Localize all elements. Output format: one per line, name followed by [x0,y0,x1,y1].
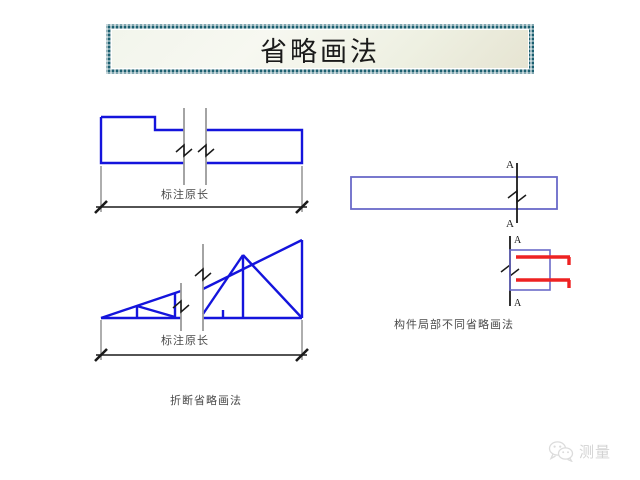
beam-plan-drawing: A A [350,159,558,230]
dimension-extension-lines [100,166,303,212]
stepped-bar-outline-right [206,128,304,165]
break-symbol-right [197,108,215,185]
rebar-bottom [516,278,571,288]
page-title: 省略画法 [260,36,380,68]
figure-beam-section: A A 构件局部不同省略画法 [394,232,585,331]
dimension-line [94,200,309,214]
truss-dimension-line [94,348,309,362]
wechat-icon [548,441,574,462]
figure-beam-plan: A A [345,155,580,230]
figure-stepped-bar: 标注原长 [80,100,330,225]
beam-section-label-top: A [514,235,522,246]
truss-break-symbol-left [172,283,190,331]
figure-truss: 标注原长 折断省略画法 [80,228,330,407]
break-symbol-left [175,108,193,185]
beam-section-label-bottom: A [514,298,522,309]
beam-plan-section-label-top: A [506,159,514,171]
section-cut-line [507,163,527,223]
beam-section-caption: 构件局部不同省略画法 [394,318,514,331]
truss-caption: 折断省略画法 [170,394,242,407]
beam-plan-section-label-bottom: A [506,218,514,230]
truss-outline-left [100,289,182,320]
beam-section-outline [509,249,551,291]
stepped-bar-drawing [94,108,309,214]
truss-dimension-label: 标注原长 [161,334,209,347]
beam-section-drawing: A A [500,235,571,309]
watermark: 测量 [548,440,611,462]
truss-break-symbol-right [194,244,212,331]
title-banner: 省略画法 [106,24,534,74]
stepped-bar-outline-left [99,115,184,165]
watermark-label: 测量 [579,442,612,461]
truss-outline-right [202,238,304,320]
rebar-top [516,255,571,265]
beam-outline [350,176,558,210]
stepped-bar-dimension-label: 标注原长 [161,188,209,201]
truss-drawing [94,238,309,362]
